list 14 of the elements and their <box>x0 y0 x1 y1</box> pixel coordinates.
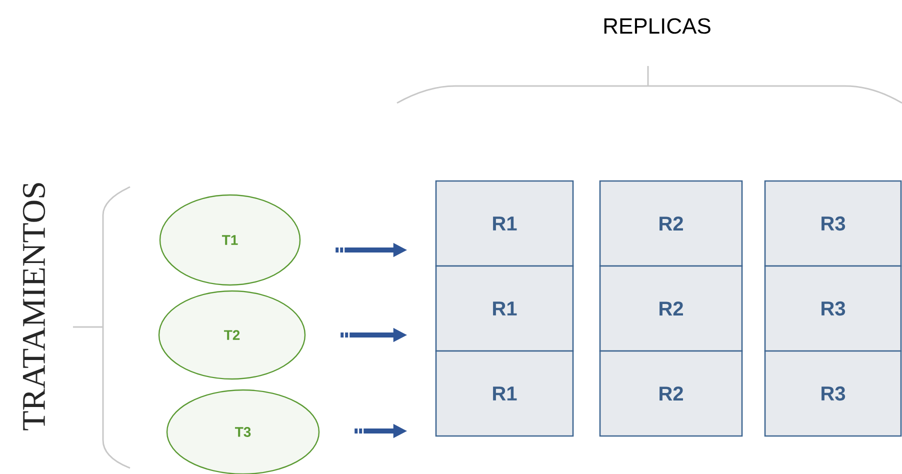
replica-cell: R2 <box>599 265 743 352</box>
side-heading: TRATAMIENTOS <box>22 183 46 430</box>
replica-cell: R1 <box>435 180 574 267</box>
replica-cell: R3 <box>764 350 902 437</box>
replica-cell: R2 <box>599 180 743 267</box>
ellipse-node: T3 <box>166 389 320 474</box>
ellipse-node: T2 <box>158 290 306 380</box>
replica-cell: R1 <box>435 265 574 352</box>
replica-cell: R3 <box>764 265 902 352</box>
replica-cell: R3 <box>764 180 902 267</box>
replica-cell: R2 <box>599 350 743 437</box>
replica-cell: R1 <box>435 350 574 437</box>
heading: REPLICAS <box>604 18 710 34</box>
ellipse-node: T1 <box>159 194 301 286</box>
